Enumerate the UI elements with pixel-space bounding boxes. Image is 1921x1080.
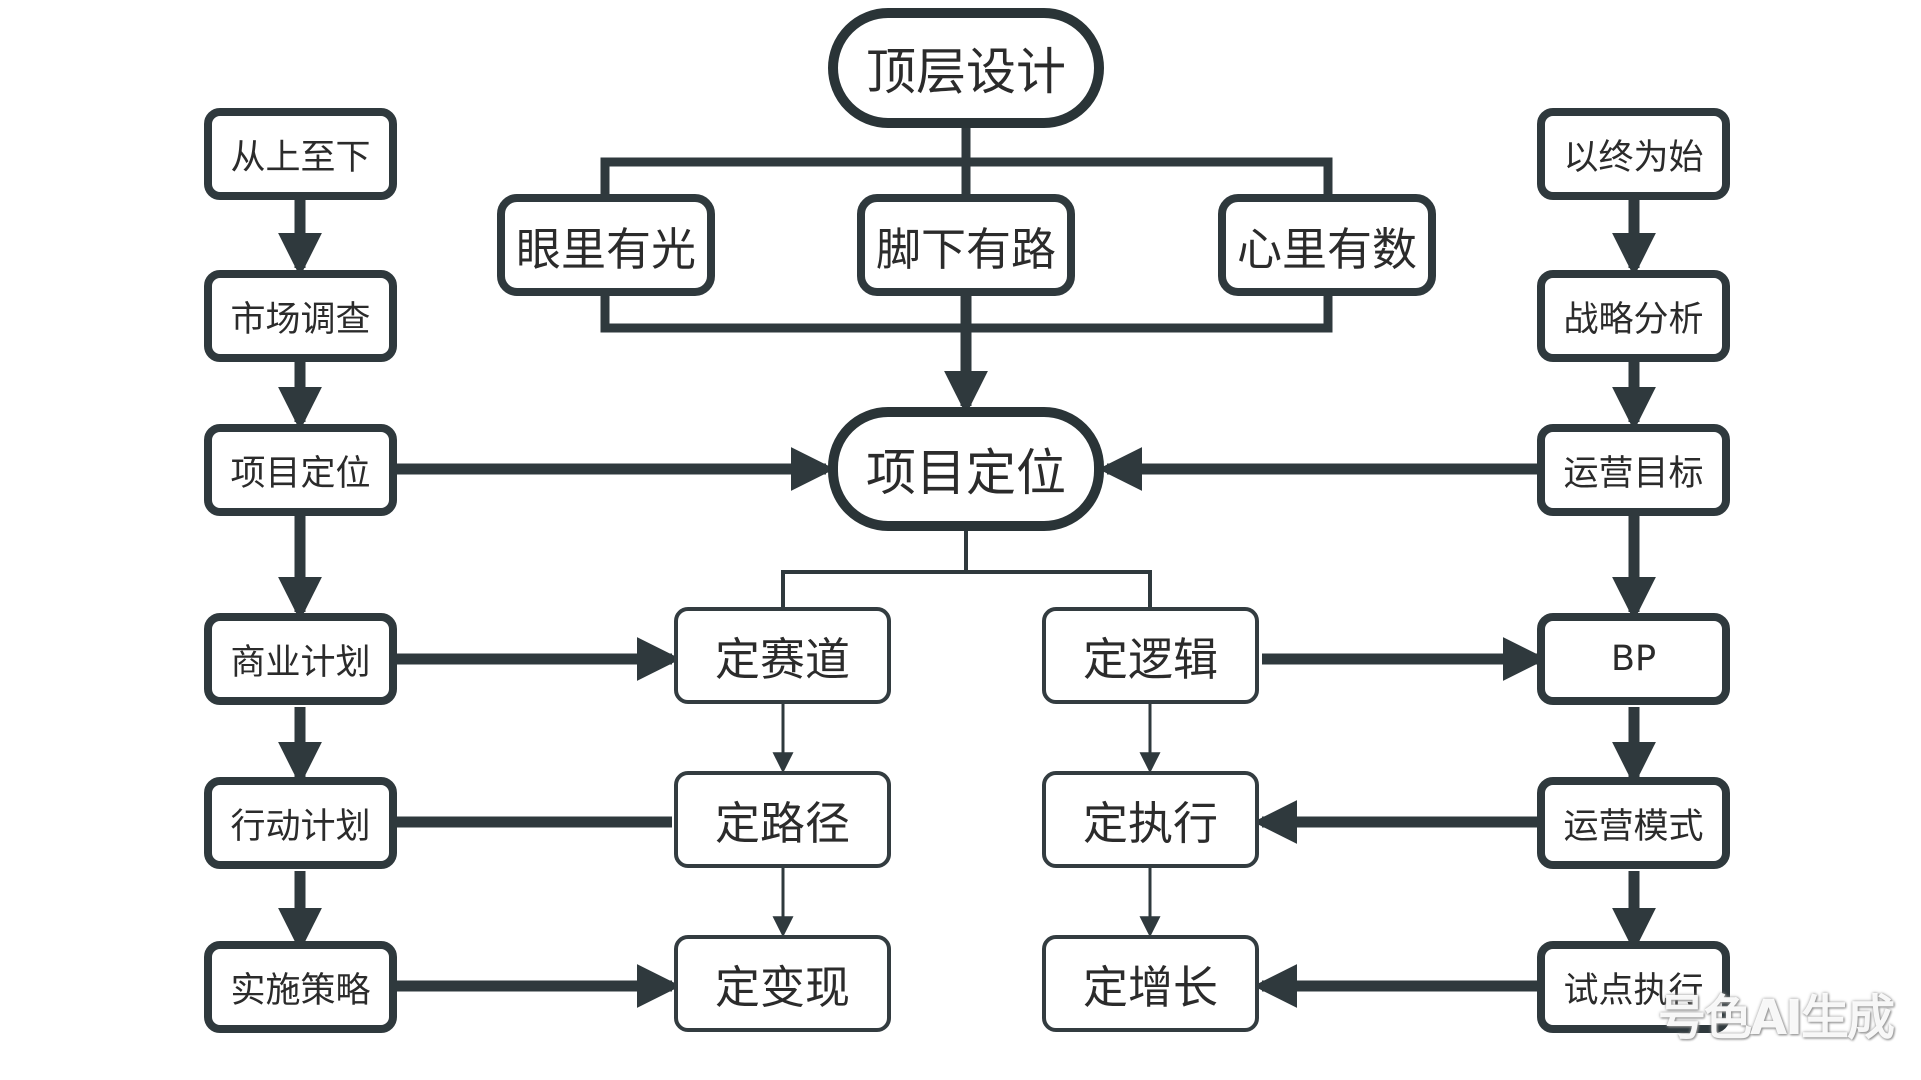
connector-center-split (781, 570, 1152, 607)
left-node-action-plan: 行动计划 (204, 777, 397, 869)
connector-top-bracket (600, 157, 1333, 198)
mid-node-define-path: 定路径 (674, 771, 891, 868)
right-node-bp: BP (1537, 613, 1730, 705)
mid-node-define-track: 定赛道 (674, 607, 891, 704)
left-node-project-positioning: 项目定位 (204, 424, 397, 516)
left-node-implementation-strategy: 实施策略 (204, 941, 397, 1033)
mid-node-define-logic: 定逻辑 (1042, 607, 1259, 704)
mid-node-define-monetization: 定变现 (674, 935, 891, 1032)
right-node-operating-model: 运营模式 (1537, 777, 1730, 869)
node-eyes-with-light: 眼里有光 (497, 194, 715, 296)
top-level-design-node: 顶层设计 (828, 8, 1104, 128)
right-node-begin-with-end: 以终为始 (1537, 108, 1730, 200)
center-project-positioning-node: 项目定位 (828, 407, 1104, 531)
right-node-strategic-analysis: 战略分析 (1537, 270, 1730, 362)
watermark-text: 号色AI生成 (1658, 990, 1895, 1046)
mid-node-define-growth: 定增长 (1042, 935, 1259, 1032)
node-clear-mind: 心里有数 (1218, 194, 1436, 296)
left-node-business-plan: 商业计划 (204, 613, 397, 705)
right-node-pilot-execution: 试点执行 (1537, 941, 1730, 1033)
right-node-operating-goals: 运营目标 (1537, 424, 1730, 516)
node-path-under-feet: 脚下有路 (857, 194, 1075, 296)
left-node-top-down: 从上至下 (204, 108, 397, 200)
mid-node-define-execution: 定执行 (1042, 771, 1259, 868)
left-node-market-research: 市场调查 (204, 270, 397, 362)
